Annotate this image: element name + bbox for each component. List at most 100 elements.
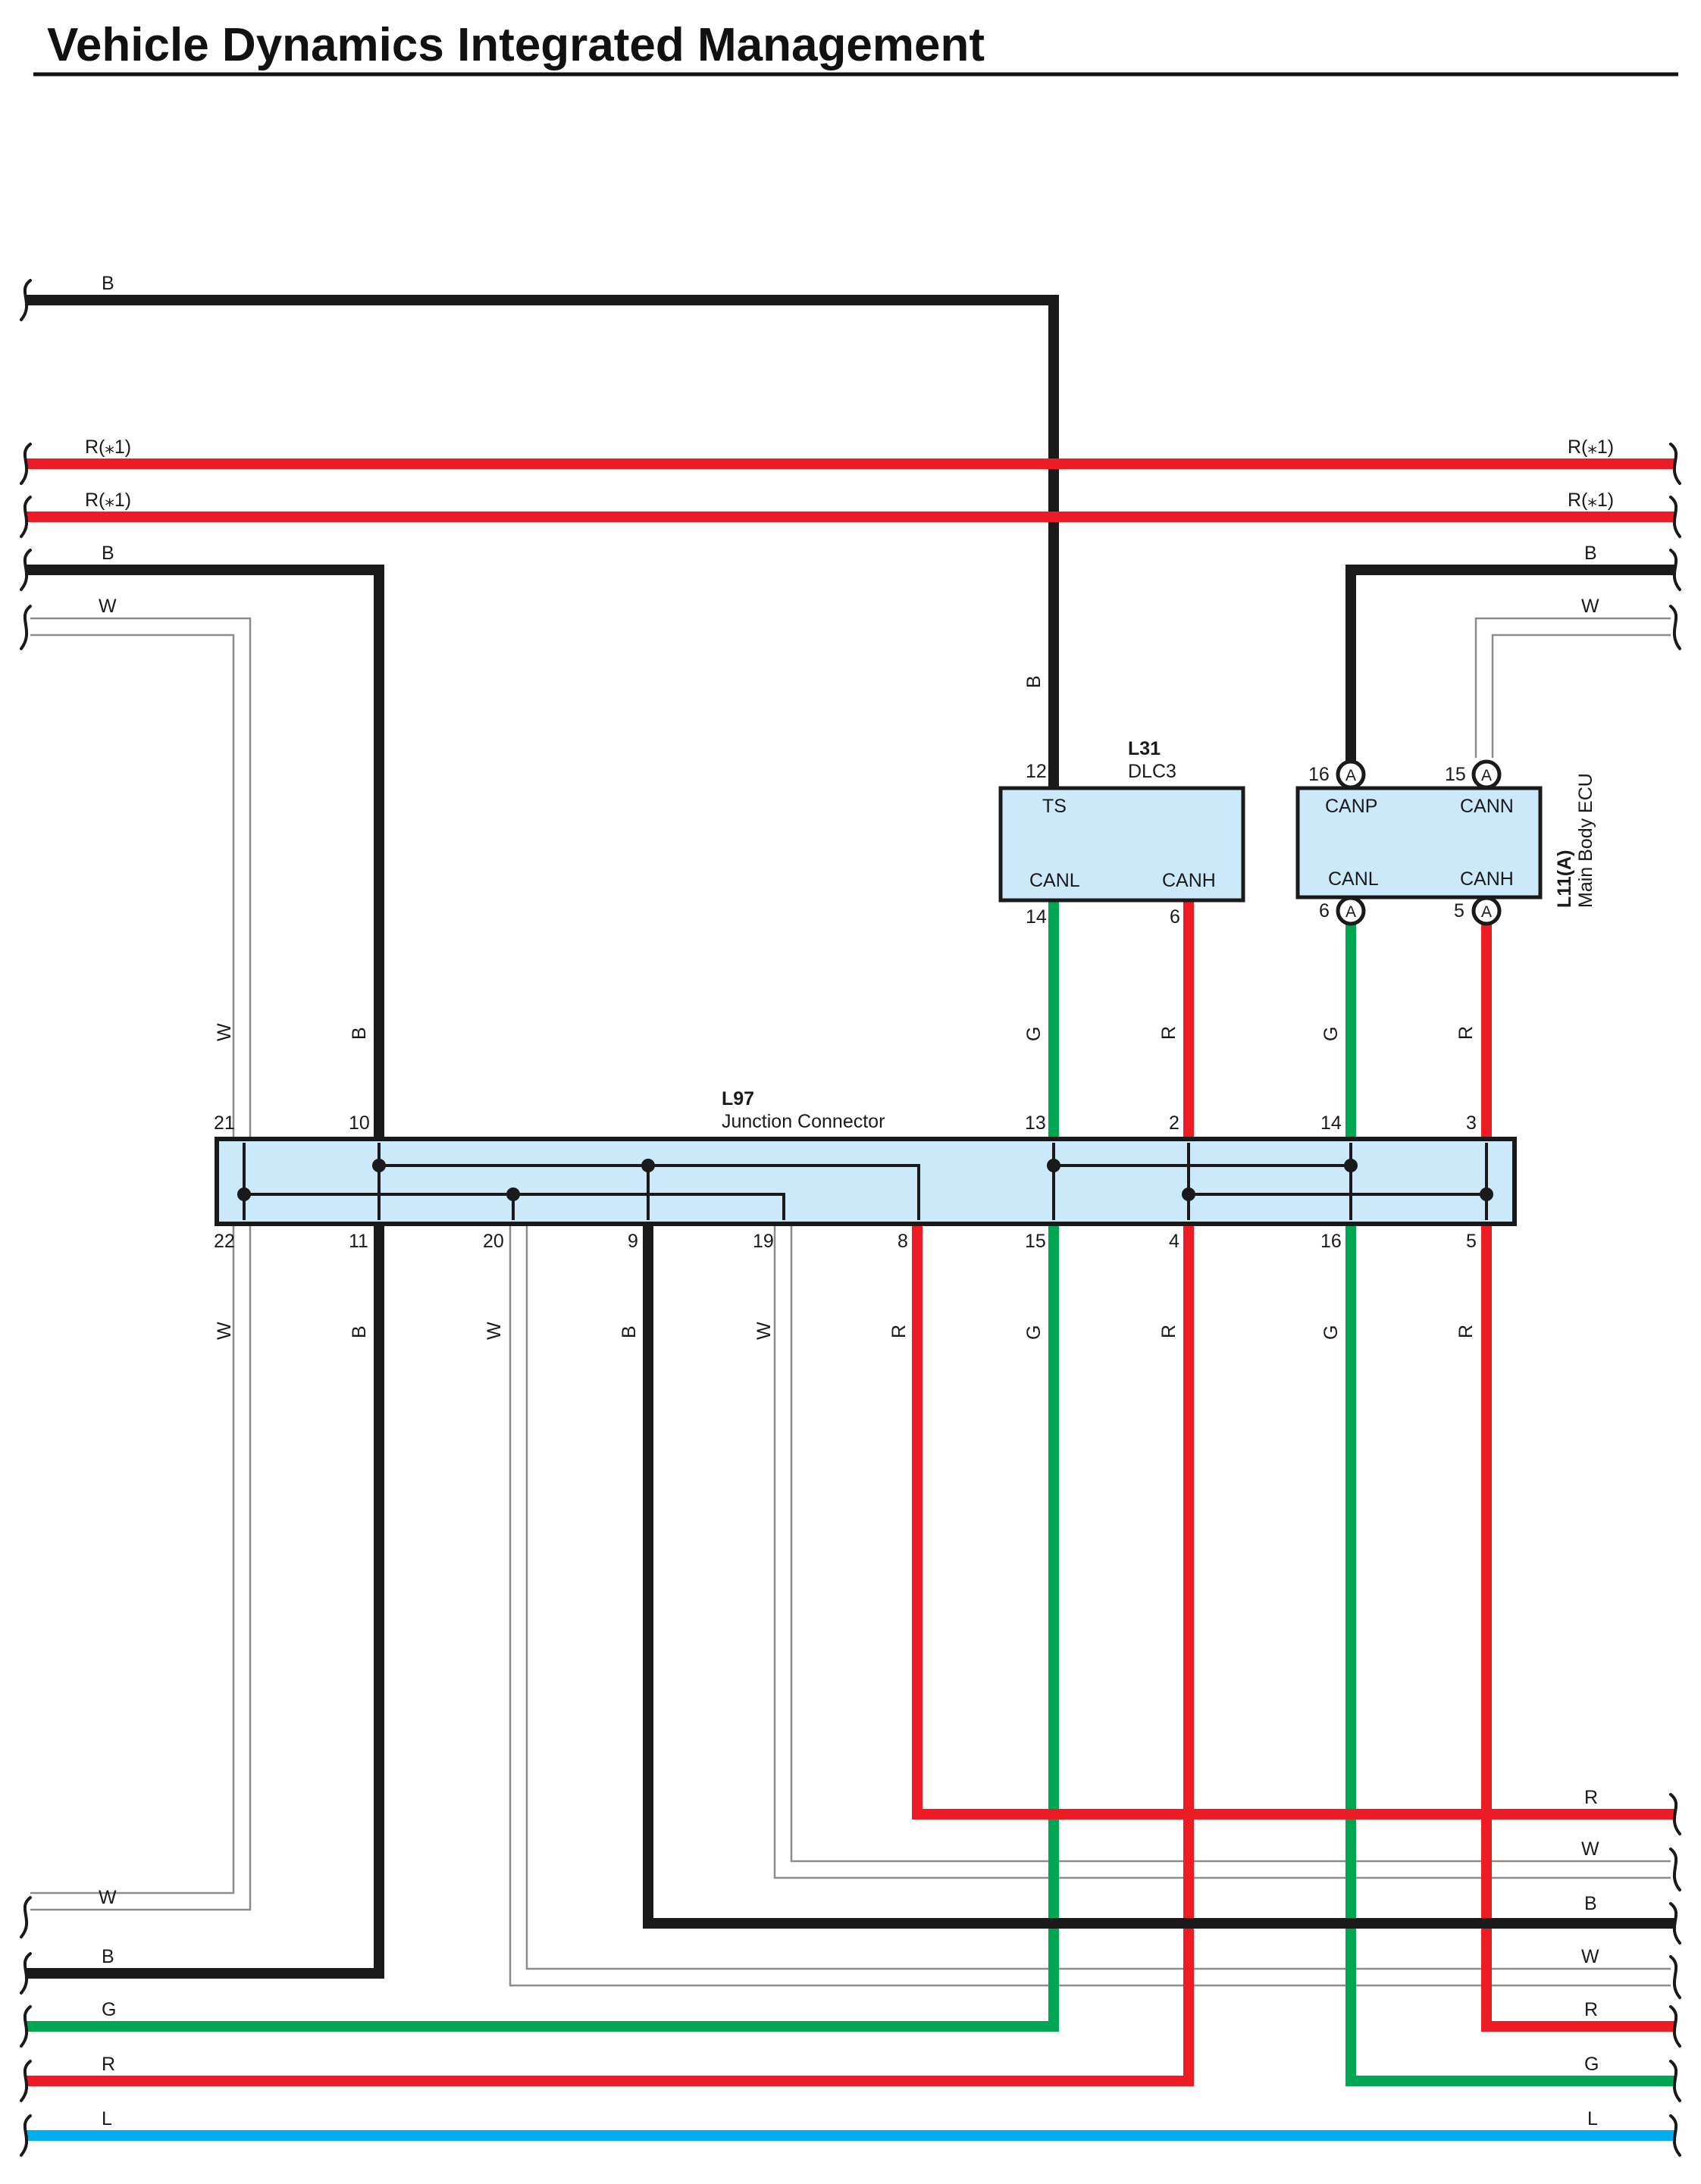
junction-pin-bottom: 11 — [349, 1231, 368, 1252]
junction-pin-top: 10 — [349, 1112, 370, 1134]
wire-label-right: W — [1581, 596, 1599, 617]
wire-r-pin4 — [25, 1219, 1194, 2086]
wire-b-pin11 — [25, 1219, 384, 1979]
wire-w-pin20-outer — [509, 1224, 1671, 1987]
wire-label-right: R(⁎1) — [1568, 436, 1614, 458]
break-left-4 — [20, 549, 32, 591]
bus-top-left — [379, 1164, 920, 1220]
ecu-canl-signal: CANL — [1328, 868, 1379, 890]
break-right-8 — [1669, 1955, 1681, 1999]
break-right-5 — [1669, 1793, 1681, 1835]
ecu-pin-canp: 16 — [1308, 764, 1330, 785]
wire-label-right: G — [1584, 2054, 1599, 2075]
junction-pin-bottom: 9 — [628, 1231, 638, 1252]
wire-b-ts — [25, 295, 1059, 793]
wire-g-pin16 — [1345, 1219, 1676, 2086]
right-wire-labels: R(⁎1) R(⁎1) B W R W B W R G L — [1568, 436, 1614, 2129]
break-right-4 — [1669, 605, 1681, 650]
dlc3-name: DLC3 — [1128, 761, 1176, 782]
wire-w-left-inner — [30, 634, 235, 1895]
wire-label-right: R — [1584, 1787, 1598, 1808]
wire-label-left: B — [102, 273, 114, 294]
wire-label-vertical: B — [1023, 675, 1045, 688]
break-left-10 — [20, 2114, 32, 2157]
ecu-pin-canl: 6 — [1319, 900, 1330, 921]
wire-w-cann-inner — [1491, 634, 1671, 758]
break-left-2 — [20, 443, 32, 485]
main-body-ecu: CANP CANN CANL CANH A A A A 16 15 6 5 L1… — [1295, 759, 1596, 926]
wire-r-pin5 — [1481, 1219, 1676, 2032]
dlc3-pin-canh: 6 — [1170, 906, 1180, 928]
junction-connector: L97 Junction Connector — [214, 1088, 1517, 1252]
dlc3-pin-canl: 14 — [1026, 906, 1047, 928]
break-left-9 — [20, 2060, 32, 2102]
ecu-pin-cann: 15 — [1445, 764, 1466, 785]
wire-label-left: W — [99, 1887, 117, 1908]
dlc3-box — [998, 786, 1245, 903]
break-left-6 — [20, 1896, 32, 1938]
dlc3-canh-signal: CANH — [1162, 870, 1216, 891]
wire-b-canp — [1345, 565, 1676, 763]
wire-w-left-outer — [30, 617, 252, 1911]
wire-label-right: B — [1584, 543, 1597, 564]
wire-label-vertical: R — [1158, 1026, 1179, 1040]
bus-bottom-left — [244, 1193, 785, 1220]
wire-label-vertical: B — [349, 1325, 370, 1338]
ecu-circle-canl-letter: A — [1345, 903, 1356, 921]
dlc3-pin-ts: 12 — [1026, 761, 1047, 782]
wire-label-vertical: R — [1158, 1325, 1179, 1338]
wire-label-vertical: G — [1320, 1325, 1342, 1340]
node — [1480, 1187, 1493, 1201]
ecu-code: L11(A) — [1554, 850, 1575, 908]
node — [1344, 1159, 1358, 1172]
break-right-9 — [1669, 2005, 1681, 2048]
break-marks — [20, 279, 1681, 2157]
wire-label-left: W — [99, 596, 117, 617]
wire-w-pin19-outer — [773, 1224, 1671, 1879]
node — [1182, 1187, 1195, 1201]
wire-w-cann-outer — [1474, 617, 1671, 758]
junction-pin-bottom: 16 — [1320, 1231, 1342, 1252]
dlc3-code: L31 — [1128, 738, 1161, 759]
junction-pin-bottom: 5 — [1466, 1231, 1477, 1252]
wire-w-pin20-inner — [525, 1224, 1671, 1970]
wire-label-left: R(⁎1) — [85, 436, 131, 458]
ecu-circle-canp-letter: A — [1345, 767, 1356, 784]
wire-label-right: W — [1581, 1838, 1599, 1860]
wire-label-vertical: W — [214, 1023, 235, 1041]
junction-pin-top: 13 — [1025, 1112, 1046, 1134]
node — [641, 1159, 655, 1172]
wire-label-vertical: G — [1320, 1027, 1342, 1041]
junction-box — [215, 1137, 1517, 1226]
wire-b-pin9 — [643, 1219, 1676, 1929]
wire-label-vertical: G — [1023, 1325, 1045, 1340]
node — [1047, 1159, 1060, 1172]
wire-label-vertical: R — [1455, 1026, 1477, 1040]
junction-pin-bottom: 19 — [753, 1231, 774, 1252]
node — [237, 1187, 251, 1201]
junction-pin-bottom: 20 — [483, 1231, 504, 1252]
junction-pin-top: 14 — [1320, 1112, 1342, 1134]
node — [372, 1159, 386, 1172]
junction-internal-lines — [243, 1143, 1488, 1220]
ecu-circle-canp — [1336, 759, 1366, 790]
break-left-7 — [20, 1952, 32, 1995]
wire-label-vertical: W — [484, 1322, 505, 1340]
wire-label-left: R — [102, 2054, 115, 2075]
page-title: Vehicle Dynamics Integrated Management — [47, 19, 985, 71]
junction-pin-top: 21 — [214, 1112, 235, 1134]
wire-g-pin15 — [25, 1219, 1059, 2032]
white-wires — [30, 617, 1671, 1987]
ecu-circle-cann-letter: A — [1481, 767, 1492, 784]
wire-label-right: B — [1584, 1893, 1597, 1914]
left-wire-labels: B R(⁎1) R(⁎1) B W W B G R L — [85, 273, 131, 2129]
wire-label-left: L — [102, 2108, 112, 2129]
wire-label-left: R(⁎1) — [85, 490, 131, 511]
wire-label-left: G — [102, 1999, 116, 2020]
ecu-circle-cann — [1471, 759, 1502, 790]
ecu-canh-signal: CANH — [1460, 868, 1514, 890]
break-right-11 — [1669, 2114, 1681, 2157]
wire-label-vertical: R — [888, 1325, 910, 1338]
break-right-3 — [1669, 549, 1681, 591]
ecu-name: Main Body ECU — [1575, 773, 1596, 908]
